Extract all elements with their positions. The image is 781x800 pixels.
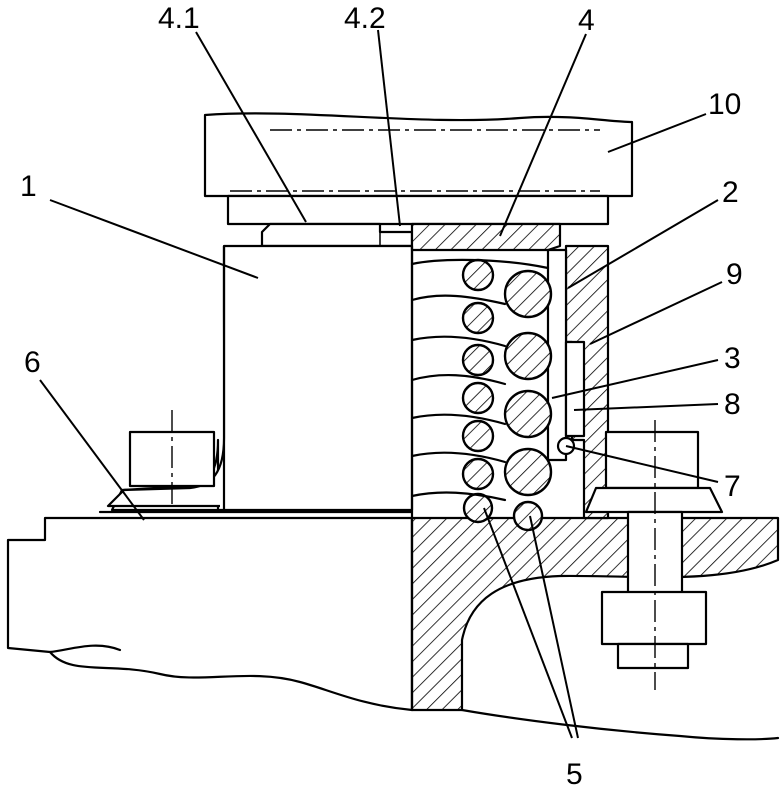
- bolt-right: [584, 420, 724, 690]
- leader-3: [551, 359, 719, 399]
- spring-coils: [410, 258, 576, 532]
- label-1: 1: [20, 170, 37, 203]
- label-10: 10: [708, 88, 741, 121]
- leader-6: [39, 379, 145, 521]
- label-6: 6: [24, 346, 41, 379]
- leader-lines: [39, 29, 723, 739]
- leader-4-2: [377, 29, 401, 227]
- labels: 1 4.1 4.2 4 10 2 9 3 8 7 6 5: [20, 2, 743, 791]
- label-8: 8: [724, 388, 741, 421]
- leader-8: [573, 403, 719, 411]
- leader-7: [565, 445, 719, 483]
- label-4-1: 4.1: [158, 2, 200, 35]
- label-4: 4: [578, 4, 595, 37]
- label-5: 5: [566, 758, 583, 791]
- leader-4-1: [195, 31, 307, 223]
- label-3: 3: [724, 342, 741, 375]
- leader-1: [49, 199, 259, 279]
- leader-5b: [529, 515, 579, 739]
- leader-9: [589, 281, 723, 345]
- leader-10: [607, 113, 707, 153]
- spring-housing: [410, 222, 610, 712]
- top-plate-10: [203, 112, 634, 226]
- label-9: 9: [726, 258, 743, 291]
- leader-4: [499, 33, 587, 237]
- leader-5a: [483, 507, 573, 739]
- base-plate: [6, 510, 414, 712]
- leader-2: [567, 199, 719, 289]
- base-plate-section: [410, 516, 780, 741]
- label-7: 7: [724, 470, 741, 503]
- label-2: 2: [722, 176, 739, 209]
- pressure-piece: [260, 222, 414, 248]
- label-4-2: 4.2: [344, 2, 386, 35]
